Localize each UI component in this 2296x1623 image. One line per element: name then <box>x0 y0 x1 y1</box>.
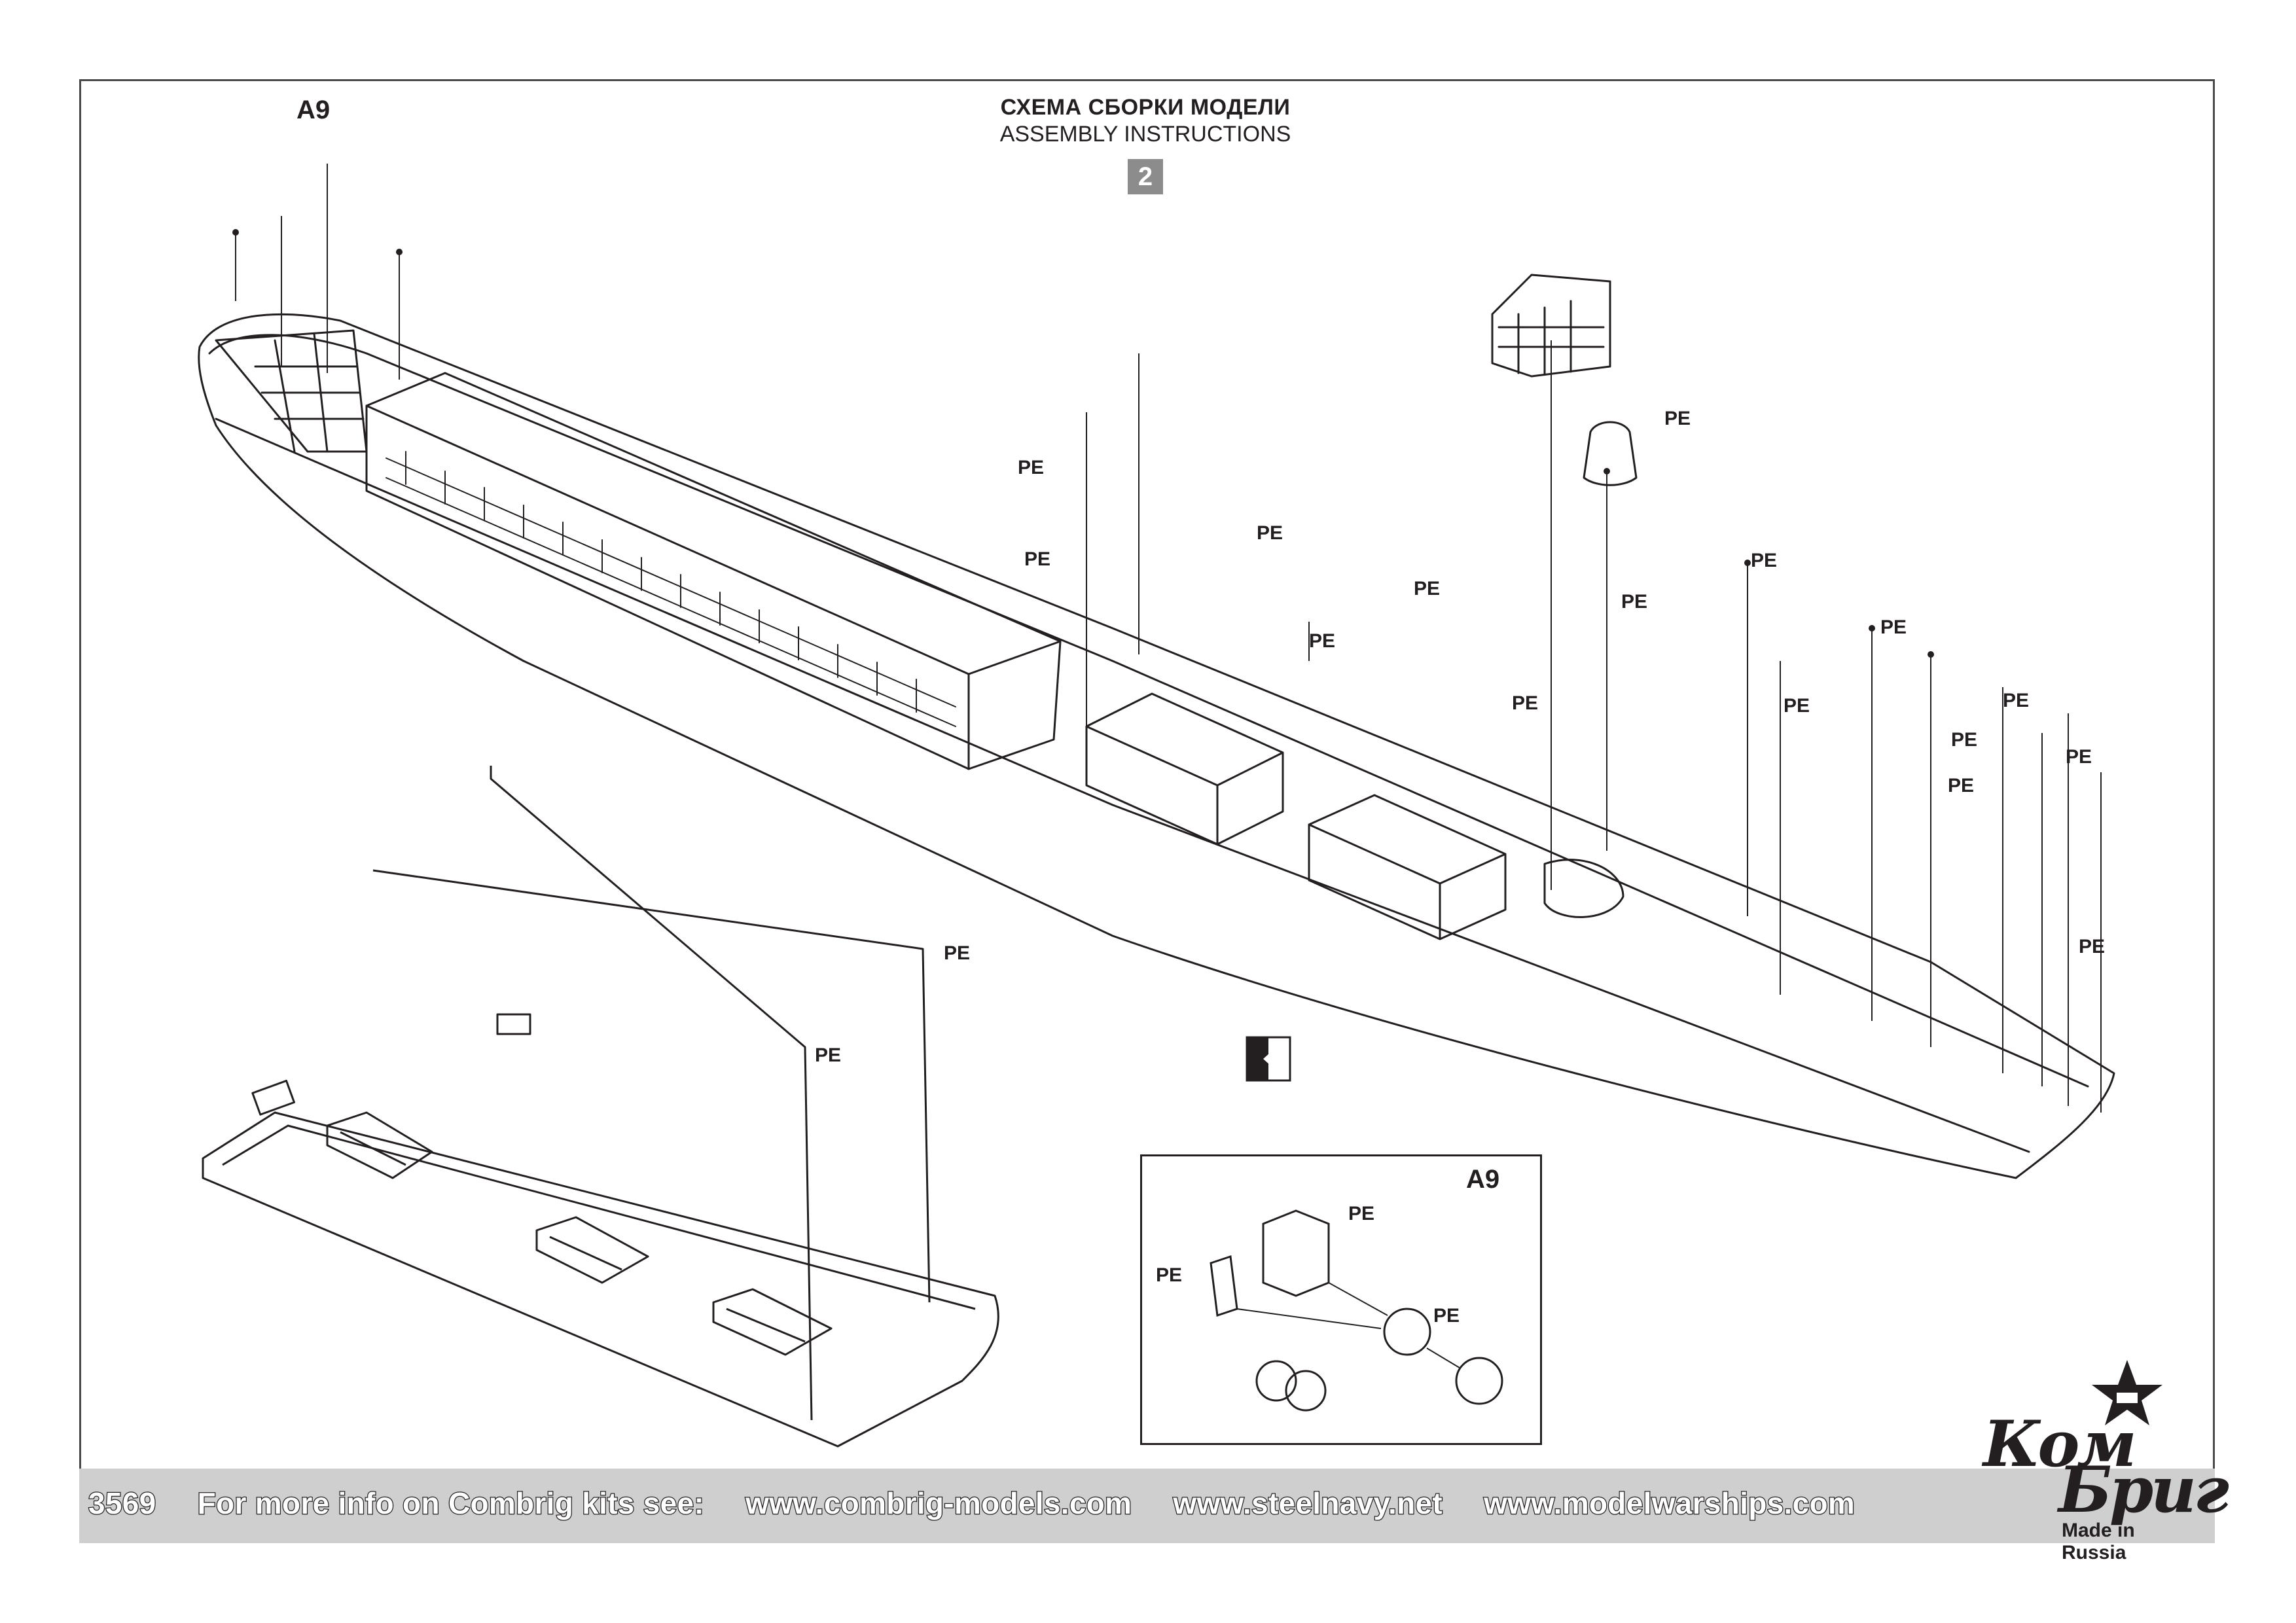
hull-outline <box>198 313 2115 1179</box>
bow-grid <box>215 329 368 453</box>
funnel <box>1583 421 1638 486</box>
grating-1 <box>326 1111 433 1179</box>
more-info-text: For more info on Combrig kits see: <box>196 1486 705 1522</box>
callout-a9: A9 <box>296 96 331 124</box>
title-russian: СХЕМА СБОРКИ МОДЕЛИ <box>1000 95 1291 120</box>
direction-marker <box>1246 1036 1291 1082</box>
callout-pe-8: PE <box>1621 591 1648 613</box>
link-steelnavy[interactable]: www.steelnavy.net <box>1172 1486 1443 1522</box>
callout-pe-3: PE <box>1257 522 1283 544</box>
callout-pe-15: PE <box>2066 746 2092 768</box>
callout-pe-10: PE <box>1784 695 1810 717</box>
callout-pe-13: PE <box>2003 690 2030 711</box>
link-modelwarships[interactable]: www.modelwarships.com <box>1483 1486 1856 1522</box>
step-number-badge: 2 <box>1128 159 1163 194</box>
footer-bar <box>79 1469 2215 1543</box>
window-strip <box>386 451 956 727</box>
sheer-line <box>215 418 2030 1153</box>
logo-word-kom: Ком <box>1983 1407 2137 1481</box>
grating-2 <box>535 1216 649 1284</box>
callout-pe-17: PE <box>944 942 971 964</box>
callout-pe-5: PE <box>1414 578 1441 599</box>
assembly-lines <box>235 164 2102 1113</box>
callout-pe-14: PE <box>1948 775 1975 796</box>
pin-heads <box>232 229 1934 658</box>
superstructure <box>365 372 1062 770</box>
star-icon <box>2092 1360 2162 1425</box>
callout-pe-7: PE <box>1664 408 1691 429</box>
inset-drawing <box>1210 1209 1503 1412</box>
callout-pe-2: PE <box>1024 548 1051 570</box>
footer-info: 3569 For more info on Combrig kits see: … <box>88 1486 1888 1522</box>
small-hatch <box>251 1079 295 1116</box>
turret-base <box>1543 859 1624 918</box>
inset-callout-pe-2: PE <box>1156 1264 1183 1286</box>
pe-railing-lower <box>490 766 813 1421</box>
vent-box <box>496 1013 531 1035</box>
combrig-logo: Ком Бриг Made in Russia <box>1957 1355 2229 1563</box>
logo-word-brig: Бриг <box>2058 1453 2229 1527</box>
kit-number: 3569 <box>88 1486 157 1522</box>
deckhouse-1 <box>1085 692 1284 846</box>
deckhouse-2 <box>1308 794 1507 940</box>
callout-pe-18: PE <box>815 1044 842 1066</box>
callout-pe-6: PE <box>1512 692 1539 714</box>
inset-a9-detail <box>1140 1154 1542 1445</box>
inset-callout-pe-3: PE <box>1433 1305 1460 1327</box>
callout-pe-9: PE <box>1751 550 1778 571</box>
header: СХЕМА СБОРКИ МОДЕЛИ ASSEMBLY INSTRUCTION… <box>851 95 1440 194</box>
aft-deck-inner <box>222 1124 976 1310</box>
made-in-russia: Made in Russia <box>2062 1520 2135 1563</box>
callout-pe-4: PE <box>1309 630 1336 652</box>
aft-deck-plate <box>202 1111 999 1448</box>
title-english: ASSEMBLY INSTRUCTIONS <box>999 122 1291 147</box>
callout-pe-12: PE <box>1951 729 1978 751</box>
inset-title-a9: A9 <box>1466 1165 1500 1194</box>
callout-pe-1: PE <box>1018 457 1045 478</box>
inset-callout-pe-1: PE <box>1348 1203 1375 1224</box>
callout-pe-16: PE <box>2079 936 2106 957</box>
link-combrig[interactable]: www.combrig-models.com <box>745 1486 1132 1522</box>
grating-3 <box>712 1288 833 1356</box>
pe-railing-upper <box>372 869 931 1303</box>
callout-pe-11: PE <box>1880 616 1907 638</box>
